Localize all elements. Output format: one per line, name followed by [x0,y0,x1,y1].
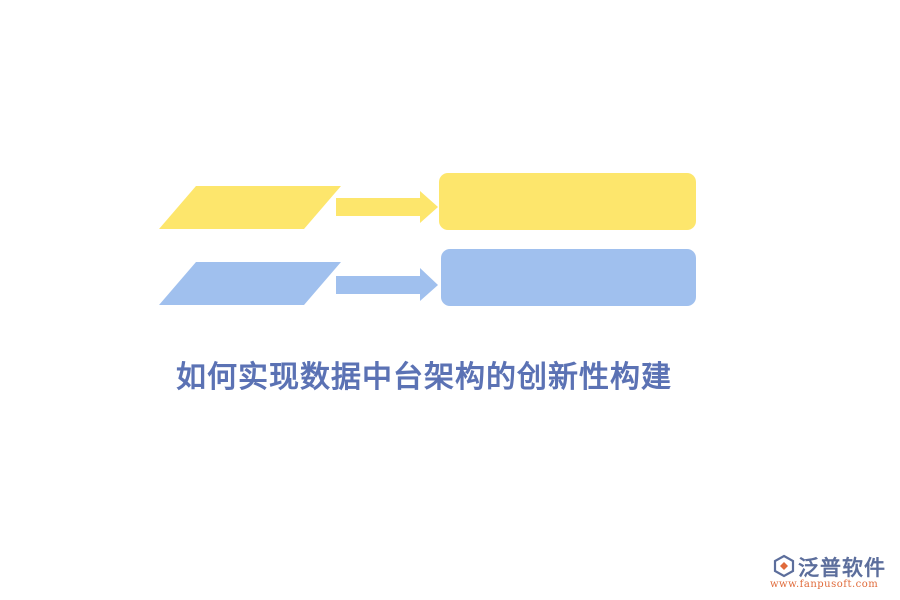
row-2-box [441,249,696,306]
row-2-parallelogram [159,262,341,305]
row-1-arrow-icon [336,191,438,223]
logo-url: www.fanpusoft.com [770,579,879,590]
brand-logo[interactable]: 泛普软件 www.fanpusoft.com [768,552,894,594]
row-1-parallelogram [159,186,341,229]
row-1-box [439,173,696,230]
fanpu-logo-icon [773,554,795,578]
logo-name: 泛普软件 [798,556,886,580]
diagram-title: 如何实现数据中台架构的创新性构建 [176,360,672,395]
row-2-arrow-icon [336,268,438,301]
